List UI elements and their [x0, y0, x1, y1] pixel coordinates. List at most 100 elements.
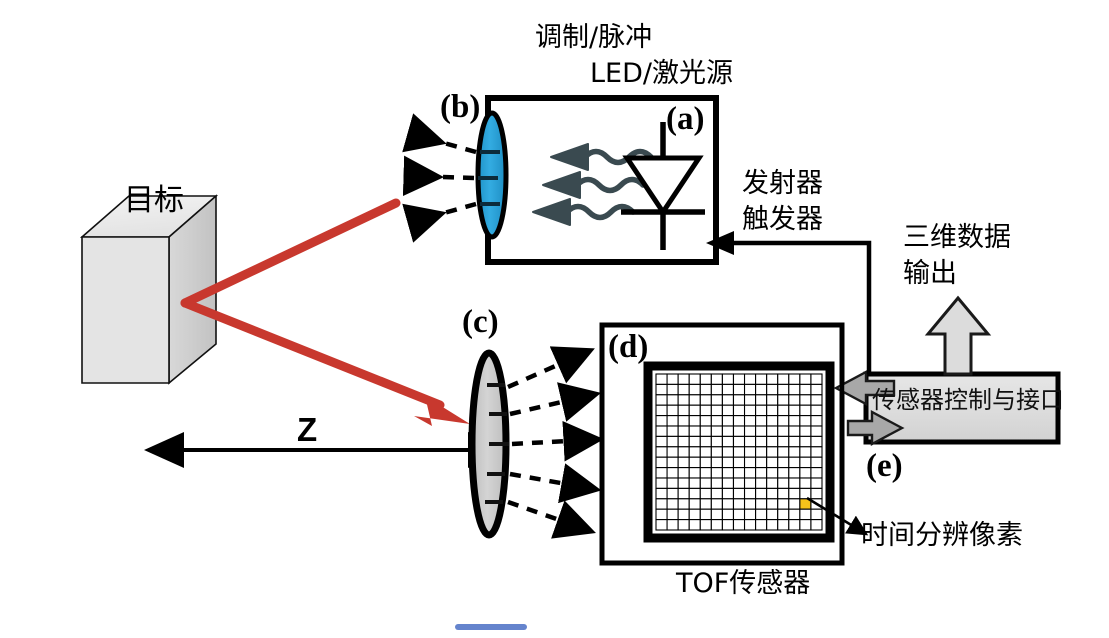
- pixel-cell: [710, 446, 723, 458]
- pixel-cell: [721, 498, 735, 510]
- pixel-cell: [721, 383, 735, 396]
- pixel-cell: [655, 498, 668, 510]
- pixel-cell: [732, 477, 746, 489]
- wave-arrowhead-1: [550, 143, 589, 171]
- pixel-cell: [655, 467, 668, 479]
- pixel-cell: [755, 498, 768, 510]
- pixel-cell: [721, 508, 735, 521]
- pixel-cell: [655, 435, 668, 448]
- pixel-cell: [743, 508, 757, 521]
- target-cube-front-face: [81, 236, 170, 384]
- callout-a: (a): [666, 101, 705, 137]
- callout-b: (b): [440, 89, 481, 125]
- pixel-cell: [721, 404, 735, 417]
- pixel-cell: [788, 487, 801, 500]
- emitter-enclosure: [485, 95, 719, 265]
- pixel-cell: [732, 373, 746, 385]
- pixel-cell: [743, 435, 757, 448]
- pixel-grid: [655, 373, 823, 531]
- pixel-cell: [743, 373, 757, 385]
- pixel-cell: [655, 404, 668, 417]
- pixel-cell: [699, 477, 712, 489]
- pixel-cell: [810, 519, 823, 531]
- pixel-cell: [710, 383, 723, 396]
- sensor-control-label: 传感器控制与接口: [872, 386, 1064, 414]
- pixel-cell: [666, 404, 679, 417]
- pixel-cell: [743, 404, 757, 417]
- emitter-trigger-label-line-1: 发射器: [742, 168, 823, 199]
- pixel-cell: [732, 508, 746, 521]
- emitter-ray-3: [402, 201, 477, 243]
- laser-beam-group: [180, 198, 470, 426]
- pixel-cell: [732, 404, 746, 417]
- pixel-cell: [721, 415, 735, 427]
- pixel-cell: [721, 487, 735, 500]
- pixel-cell: [710, 467, 723, 479]
- pixel-cell: [755, 519, 768, 531]
- pixel-cell: [755, 435, 768, 448]
- pixel-cell: [688, 435, 701, 448]
- pixel-cell: [777, 446, 790, 458]
- pixel-callout-leader: [806, 496, 869, 536]
- pixel-cell: [810, 487, 823, 500]
- pixel-cell: [743, 383, 757, 396]
- pixel-cell: [732, 425, 746, 437]
- pixel-cell: [666, 425, 679, 437]
- pixel-cell: [721, 425, 735, 437]
- pixel-cell: [677, 498, 690, 510]
- pixel-cell: [666, 519, 679, 531]
- pixel-cell: [799, 383, 812, 396]
- pixel-cell: [755, 477, 768, 489]
- pixel-cell: [732, 446, 746, 458]
- pixel-cell: [755, 425, 768, 437]
- pixel-cell: [666, 498, 679, 510]
- pixel-cell: [666, 508, 679, 521]
- pixel-cell: [777, 498, 790, 510]
- pixel-cell: [677, 467, 690, 479]
- pixel-cell: [766, 508, 779, 521]
- pixel-cell: [666, 383, 679, 396]
- pixel-cell: [743, 456, 757, 469]
- pixel-cell: [699, 519, 712, 531]
- pixel-cell: [799, 446, 812, 458]
- pixel-cell: [655, 425, 668, 437]
- pixel-cell: [732, 498, 746, 510]
- pixel-cell: [755, 404, 768, 417]
- beam-arrowhead: [414, 396, 470, 426]
- pixel-cell: [788, 435, 801, 448]
- wave-squiggle-1: [582, 148, 654, 166]
- pixel-cell: [677, 519, 690, 531]
- pixel-cell: [777, 415, 790, 427]
- pixel-cell: [699, 446, 712, 458]
- pixel-cell: [721, 456, 735, 469]
- pixel-cell: [777, 394, 790, 406]
- wave-arrowhead-3: [532, 198, 571, 226]
- pixel-cell: [777, 519, 790, 531]
- pixel-cell: [732, 456, 746, 469]
- receiver-dashed-rays: [507, 346, 604, 539]
- pixel-cell: [810, 435, 823, 448]
- pixel-cell: [766, 456, 779, 469]
- z-distance-label: Z: [297, 411, 318, 448]
- z-distance-dimension: [144, 432, 508, 468]
- pixel-cell: [677, 404, 690, 417]
- pixel-cell: [699, 467, 712, 479]
- pixel-cell: [732, 383, 746, 396]
- pixel-cell: [732, 435, 746, 448]
- pixel-cell: [810, 383, 823, 396]
- pixel-cell: [788, 373, 801, 385]
- pixel-cell: [677, 383, 690, 396]
- pixel-cell: [810, 415, 823, 427]
- pixel-cell: [710, 477, 723, 489]
- pixel-cell: [766, 519, 779, 531]
- pixel-cell: [755, 487, 768, 500]
- pixel-cell: [655, 508, 668, 521]
- emitter-trigger-wire: [706, 231, 872, 374]
- callout-e: (e): [866, 448, 903, 484]
- emitter-lens-body: [475, 110, 509, 240]
- pixel-cell: [799, 394, 812, 406]
- pixel-cell: [810, 404, 823, 417]
- pixel-cell: [655, 487, 668, 500]
